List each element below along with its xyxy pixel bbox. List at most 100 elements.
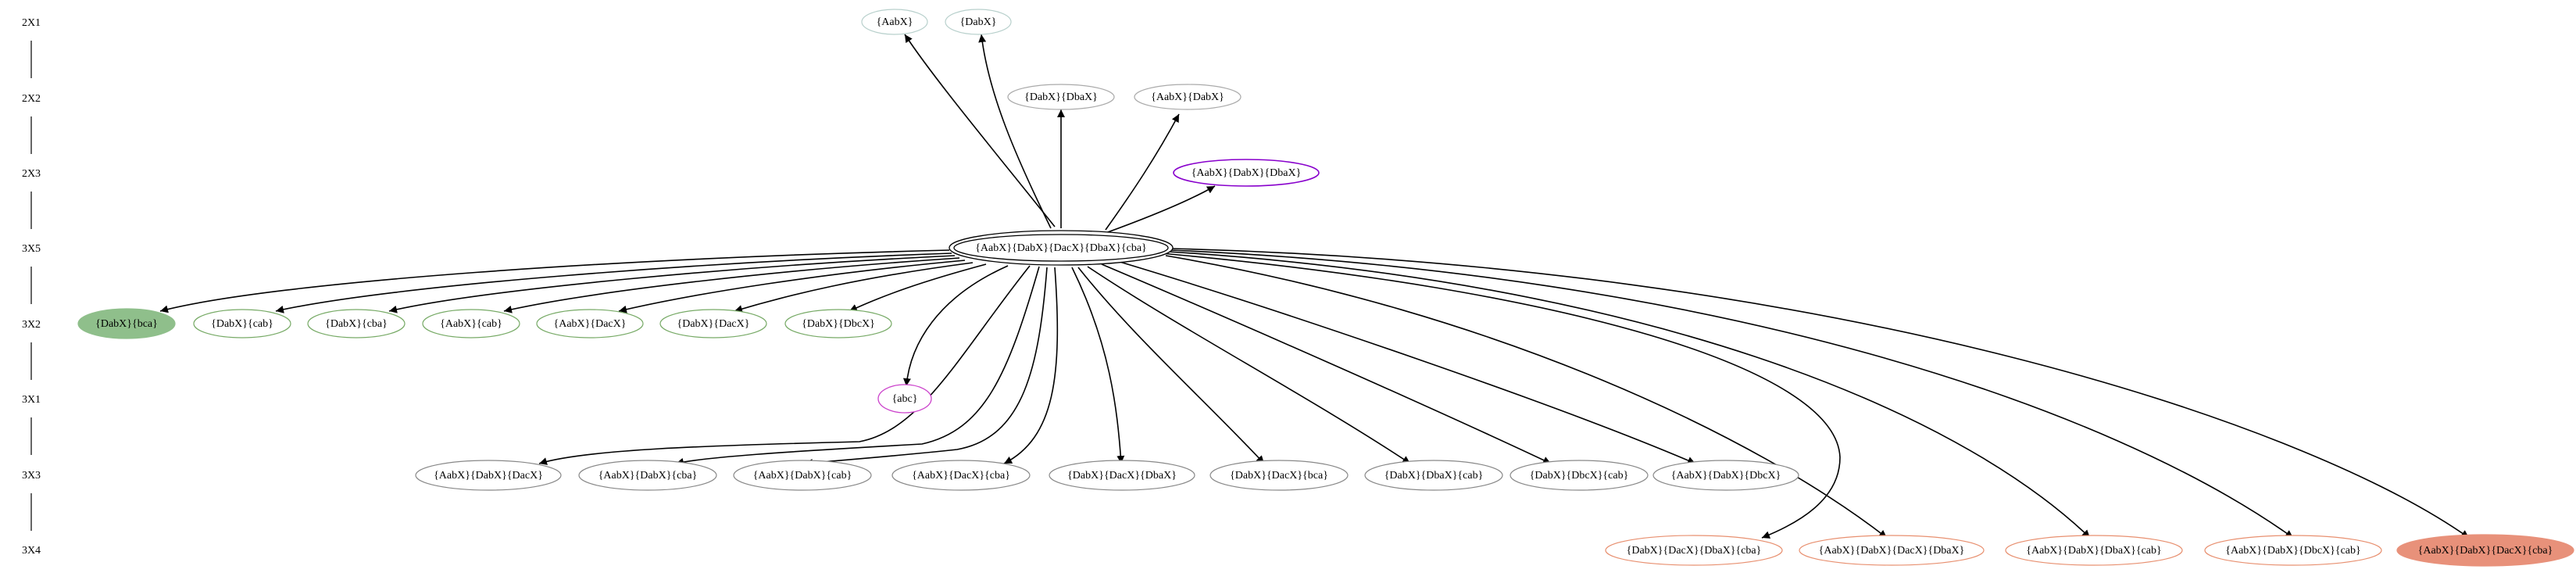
node-label: {DabX}{bca} <box>95 318 158 330</box>
node[interactable]: {DabX}{cba} <box>307 309 406 338</box>
node[interactable]: {AabX}{DabX}{DbaX}{cab} <box>2005 535 2183 566</box>
node[interactable]: {DabX} <box>945 9 1012 35</box>
edge <box>1117 260 1696 464</box>
node-label: {abc} <box>892 393 918 405</box>
edge <box>1003 267 1059 464</box>
node[interactable]: {DabX}{DbaX}{cab} <box>1364 460 1503 491</box>
edge <box>275 252 952 313</box>
rank-label: 3X5 <box>22 243 41 255</box>
node-shape <box>193 309 291 338</box>
edge <box>618 260 966 313</box>
node[interactable]: {DabX}{cab} <box>193 309 291 338</box>
node[interactable]: {AabX}{DabX}{cab} <box>733 460 872 491</box>
edge <box>849 263 987 312</box>
node[interactable]: {AabX}{DacX}{cba} <box>891 460 1031 491</box>
node-label: {DabX}{cab} <box>211 318 273 330</box>
node[interactable]: {AabX}{DabX} <box>1134 84 1242 110</box>
node[interactable]: {DabX}{DacX}{bca} <box>1209 460 1349 491</box>
edge <box>388 255 956 313</box>
rank-label: 3X2 <box>22 319 41 331</box>
node[interactable]: {AabX}{DabX}{DacX}{DbaX} <box>1799 535 1985 566</box>
node-shape <box>1364 460 1503 491</box>
node-shape <box>2204 535 2382 566</box>
node[interactable]: {DabX}{DbcX}{cab} <box>1510 460 1649 491</box>
node[interactable]: {AabX}{DabX}{DbcX} <box>1652 460 1799 491</box>
node[interactable]: {DabX}{DbcX} <box>784 309 892 338</box>
node-label: {AabX}{DabX}{DbcX} <box>1671 470 1781 482</box>
node[interactable]: {DabX}{DbaX} <box>1007 84 1115 110</box>
node[interactable]: {AabX}{DacX} <box>536 309 644 338</box>
node-shape <box>578 460 717 491</box>
edge <box>1071 267 1125 464</box>
node-shape <box>536 309 644 338</box>
rank-label: 3X1 <box>22 394 41 406</box>
node-label: {AabX}{DabX}{DacX} <box>434 470 543 482</box>
node-label: {DabX}{cba} <box>325 318 388 330</box>
node-label: {DabX}{DacX}{DbaX} <box>1067 470 1177 482</box>
node-shape <box>1510 460 1649 491</box>
edge <box>1165 255 1888 539</box>
edge <box>804 267 1048 467</box>
edge <box>503 257 960 313</box>
node[interactable]: {AabX}{DabX}{DbcX}{cab} <box>2204 535 2382 566</box>
rank-axis: 2X1 2X2 2X3 3X5 3X2 3X1 3X3 3X4 <box>22 17 41 557</box>
node[interactable]: {AabX}{DabX}{DacX} <box>415 460 562 491</box>
node-shape <box>415 460 562 491</box>
node[interactable]: {AabX}{cab} <box>422 309 520 338</box>
node[interactable]: {DabX}{DacX} <box>659 309 767 338</box>
node[interactable]: {AabX}{DabX}{cba} <box>578 460 717 491</box>
node-label: {DabX}{DacX}{bca} <box>1230 470 1328 482</box>
node-shape <box>945 9 1012 35</box>
node-shape <box>861 9 928 35</box>
node[interactable]: {AabX}{DabX}{DbaX} <box>1173 159 1320 187</box>
node-shape <box>1605 535 1783 566</box>
edge <box>1101 263 1552 464</box>
node-shape <box>1209 460 1349 491</box>
node-shape <box>77 308 176 339</box>
node-shape <box>307 309 406 338</box>
edge <box>1105 113 1180 231</box>
node[interactable]: {AabX}{DabX}{DacX}{cba} <box>2396 534 2574 567</box>
node-label: {DabX}{DbcX} <box>802 318 875 330</box>
node-label: {AabX}{DabX}{DbaX}{cab} <box>2026 545 2162 557</box>
node-shape <box>1049 460 1195 491</box>
node-label: {DabX}{DbaX} <box>1024 91 1098 103</box>
node-label: {DabX}{DacX}{DbaX}{cba} <box>1627 545 1762 557</box>
node-shape <box>2396 534 2574 567</box>
node-shape <box>1134 84 1242 110</box>
rank-label: 3X3 <box>22 470 41 482</box>
edge <box>904 34 1056 227</box>
edge <box>1077 267 1265 464</box>
node[interactable]: {DabX}{DacX}{DbaX} <box>1049 460 1195 491</box>
rank-label: 2X1 <box>22 17 41 29</box>
node-shape <box>877 384 932 414</box>
node-label: {AabX}{DabX}{cab} <box>753 470 852 482</box>
node[interactable]: {DabX}{DacX}{DbaX}{cba} <box>1605 535 1783 566</box>
edge <box>538 265 1031 465</box>
edge <box>902 265 1009 387</box>
node-label: {AabX}{DabX}{DbcX}{cab} <box>2225 545 2361 557</box>
node-shape <box>784 309 892 338</box>
node-label: {AabX}{DabX}{DacX}{DbaX} <box>1819 545 1965 557</box>
node-label: {AabX}{DacX} <box>554 318 627 330</box>
edge <box>1168 251 2091 539</box>
node-label: {AabX}{DabX}{DacX}{DbaX}{cba} <box>975 242 1147 254</box>
edge <box>734 262 974 313</box>
node-shape <box>659 309 767 338</box>
node-shape <box>1799 535 1985 566</box>
edge <box>978 34 1052 229</box>
rank-label: 2X3 <box>22 168 41 180</box>
edge <box>1170 249 2294 539</box>
edge <box>675 266 1040 466</box>
node[interactable]: {abc} <box>877 384 932 414</box>
node-label: {DabX} <box>960 16 997 28</box>
edge <box>1105 185 1216 234</box>
node-shape <box>2005 535 2183 566</box>
node[interactable]: {DabX}{bca} <box>77 308 176 339</box>
center-node[interactable]: {AabX}{DabX}{DacX}{DbaX}{cba} <box>949 230 1174 266</box>
node-label: {AabX}{DabX}{cba} <box>598 470 698 482</box>
edge <box>1087 266 1411 464</box>
node-label: {AabX}{DabX}{DbaX} <box>1192 167 1302 179</box>
node[interactable]: {AabX} <box>861 9 928 35</box>
